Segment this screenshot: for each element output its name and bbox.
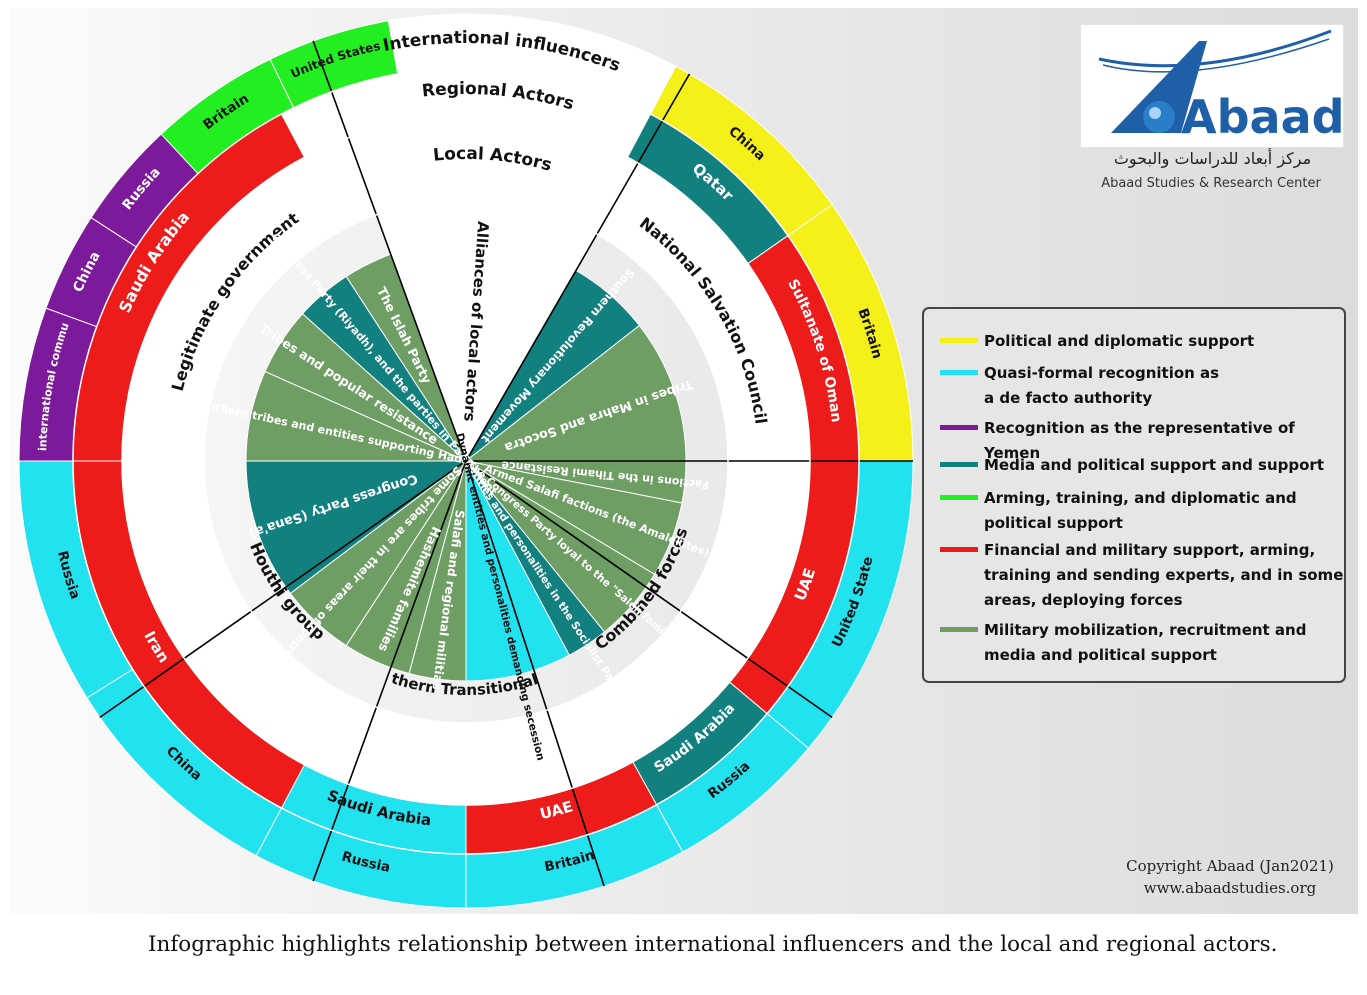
legend-swatch [940, 547, 978, 552]
group-divider-1 [465, 73, 691, 462]
wheel-sectors [18, 13, 914, 909]
legend-swatch [940, 370, 978, 375]
ring-border-1 [121, 116, 811, 806]
legend-swatch [940, 338, 978, 343]
legend-swatch [940, 495, 978, 500]
ring-border-2 [203, 198, 729, 724]
logo-english-name: Abaad Studies & Research Center [1101, 176, 1321, 191]
group-divider-5 [312, 460, 467, 882]
legend-swatch [940, 425, 978, 430]
abaad-logo-mark: Abaad [1098, 29, 1345, 144]
ring-border-0 [72, 67, 860, 855]
legend-swatch [940, 462, 978, 467]
legend-label: Media and political support and support [984, 456, 1324, 474]
legend: Political and diplomatic support Quasi-f… [922, 307, 1346, 683]
legend-label: Arming, training, and diplomatic and pol… [984, 489, 1297, 532]
figure-caption: Infographic highlights relationship betw… [148, 932, 1278, 957]
legend-label: Recognition as the representative of Yem… [984, 419, 1295, 462]
group-divider-0 [312, 40, 467, 462]
copyright-url: www.abaadstudies.org [1143, 879, 1317, 897]
wedge-mahra-socotra [464, 324, 687, 462]
legend-label: Military mobilization, recruitment and m… [984, 621, 1307, 664]
abaad-logo: Abaad [1080, 24, 1345, 148]
wedge-dynamic [465, 460, 570, 682]
legend-label: Political and diplomatic support [984, 332, 1255, 350]
group-divider-6 [99, 460, 467, 719]
legend-swatch [940, 627, 978, 632]
logo-arabic-name: مركز أبعاد للدراسات والبحوث [1113, 149, 1312, 168]
group-divider-4 [465, 460, 605, 887]
wheel-dividers [72, 40, 913, 887]
logo-brand: Abaad [1181, 90, 1343, 144]
copyright-line: Copyright Abaad (Jan2021) [1126, 857, 1334, 875]
group-divider-3 [465, 460, 833, 719]
copyright: Copyright Abaad (Jan2021) www.abaadstudi… [1110, 855, 1350, 899]
legend-label: Quasi-formal recognition as a de facto a… [984, 364, 1220, 407]
legend-label: Financial and military support, arming, … [984, 541, 1344, 609]
